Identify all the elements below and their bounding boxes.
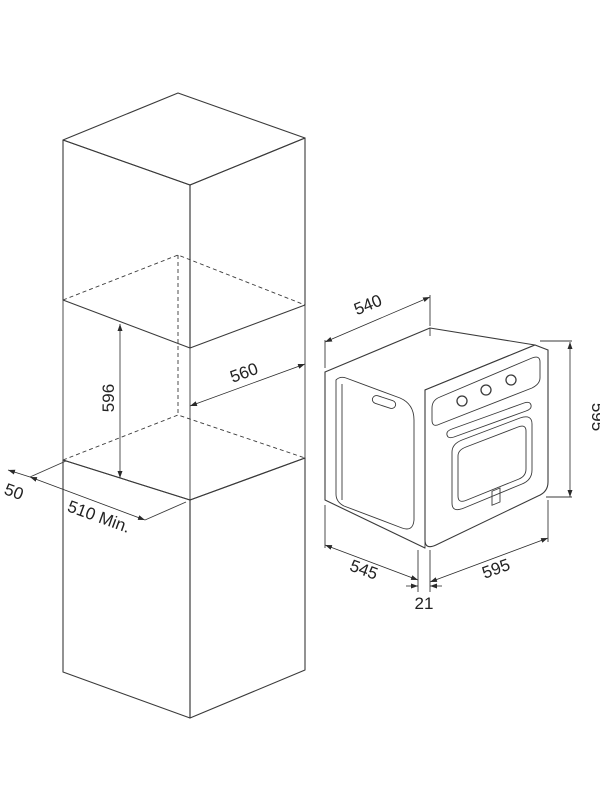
oven-depth-top-label: 540 bbox=[351, 291, 384, 319]
dimension-niche-width: 560 bbox=[189, 359, 306, 407]
oven-knob-left-icon bbox=[456, 395, 468, 407]
dimension-niche-height: 596 bbox=[99, 324, 123, 478]
cabinet-lower-top-edge bbox=[62, 457, 306, 501]
oven bbox=[324, 327, 549, 549]
oven-side-vent bbox=[371, 395, 397, 409]
oven-knob-middle-icon bbox=[480, 384, 492, 396]
niche-height-label: 596 bbox=[99, 384, 118, 412]
niche-width-label: 560 bbox=[228, 359, 261, 387]
oven-depth-bottom-label: 545 bbox=[347, 556, 380, 584]
cabinet-upper-right-face bbox=[189, 137, 306, 349]
oven-brand-badge bbox=[491, 487, 501, 506]
cabinet-upper-top-face bbox=[62, 92, 306, 186]
oven-knob-right-icon bbox=[505, 374, 517, 386]
oven-door-window bbox=[451, 416, 533, 511]
dimension-oven-depth-top: 540 bbox=[324, 291, 431, 368]
oven-door-handle bbox=[446, 401, 532, 439]
oven-height-label: 595 bbox=[588, 403, 600, 431]
dimension-front-thickness: 21 bbox=[406, 550, 442, 613]
oven-front-panel bbox=[424, 344, 549, 548]
oven-side-panel bbox=[335, 376, 415, 530]
dimension-cabinet-depth: 50 510 Min. bbox=[2, 460, 187, 537]
dimension-oven-height: 595 bbox=[540, 340, 600, 498]
cabinet-lower-right-face bbox=[189, 457, 306, 719]
oven-control-strip bbox=[431, 356, 541, 426]
oven-body-side bbox=[324, 371, 426, 549]
front-thickness-label: 21 bbox=[415, 594, 434, 613]
cabinet-lower-left-face bbox=[62, 459, 191, 719]
oven-width-label: 595 bbox=[480, 555, 513, 583]
cabinet-gap-label: 50 bbox=[2, 480, 26, 504]
cabinet-upper-left-face bbox=[62, 139, 191, 349]
